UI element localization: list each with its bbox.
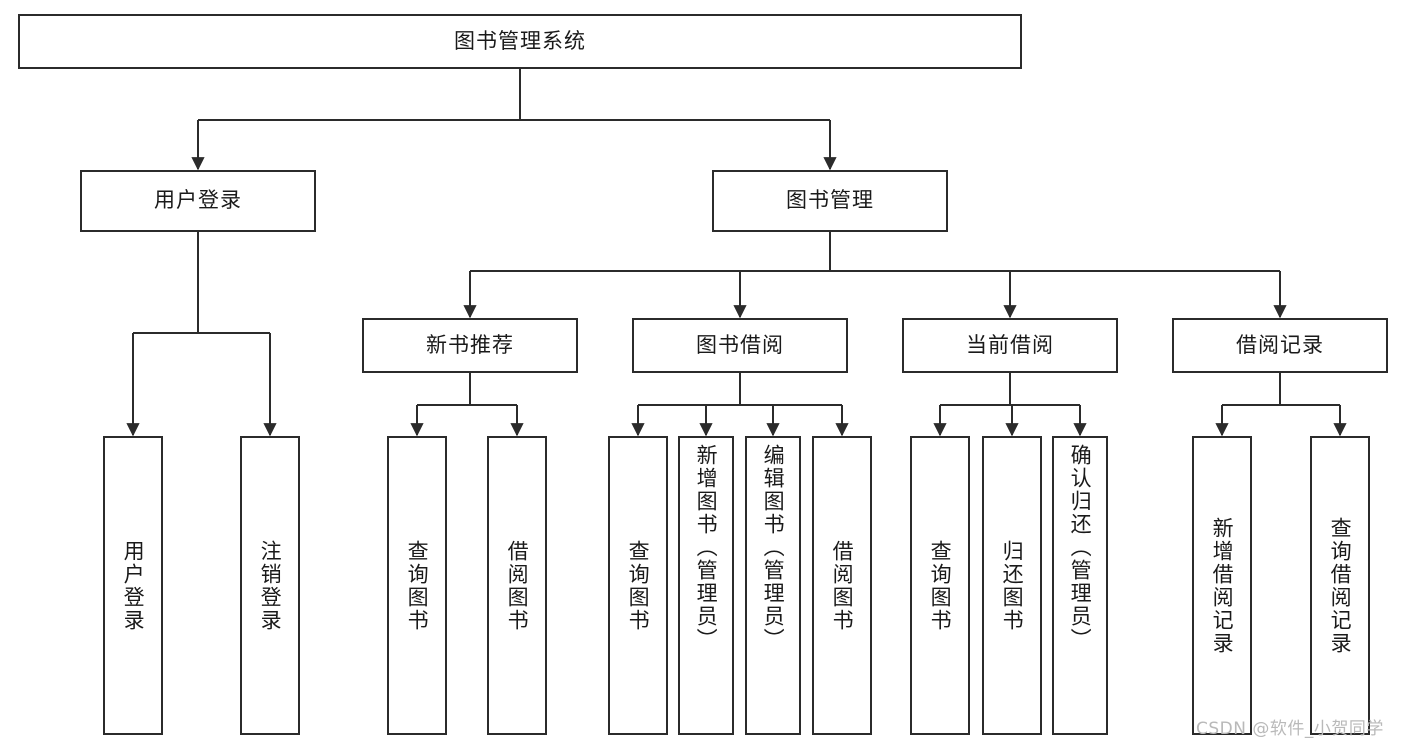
node-label: 新书推荐	[426, 332, 514, 357]
node-leaf-query-record[interactable]: 查询借阅记录	[1310, 436, 1370, 735]
node-leaf-confirm-return[interactable]: 确认归还（管理员）	[1052, 436, 1108, 735]
node-label: 当前借阅	[966, 332, 1054, 357]
node-leaf-edit-book[interactable]: 编辑图书（管理员）	[745, 436, 801, 735]
node-leaf-return-book[interactable]: 归还图书	[982, 436, 1042, 735]
node-label: 查询图书	[405, 539, 430, 632]
node-label: 归还图书	[1000, 539, 1025, 632]
node-label: 图书管理系统	[454, 28, 586, 53]
node-label: 查询图书	[626, 539, 651, 632]
node-borrow-record[interactable]: 借阅记录	[1172, 318, 1388, 373]
node-label: 用户登录	[154, 188, 242, 213]
node-leaf-borrow-book-2[interactable]: 借阅图书	[812, 436, 872, 735]
node-label: 图书管理	[786, 188, 874, 213]
node-label: 确认归还（管理员）	[1068, 444, 1093, 651]
node-label: 新增借阅记录	[1210, 516, 1235, 655]
node-leaf-user-login[interactable]: 用户登录	[103, 436, 163, 735]
node-label: 编辑图书（管理员）	[761, 444, 786, 651]
node-label: 借阅图书	[830, 539, 855, 632]
node-label: 查询借阅记录	[1328, 516, 1353, 655]
node-new-book-rec[interactable]: 新书推荐	[362, 318, 578, 373]
node-leaf-query-book-3[interactable]: 查询图书	[910, 436, 970, 735]
node-label: 图书借阅	[696, 332, 784, 357]
node-label: 注销登录	[258, 539, 283, 632]
node-leaf-borrow-book-1[interactable]: 借阅图书	[487, 436, 547, 735]
node-label: 借阅图书	[505, 539, 530, 632]
node-leaf-add-book[interactable]: 新增图书（管理员）	[678, 436, 734, 735]
node-leaf-add-record[interactable]: 新增借阅记录	[1192, 436, 1252, 735]
node-root[interactable]: 图书管理系统	[18, 14, 1022, 69]
node-current-borrow[interactable]: 当前借阅	[902, 318, 1118, 373]
node-label: 借阅记录	[1236, 332, 1324, 357]
node-user-login[interactable]: 用户登录	[80, 170, 316, 232]
node-book-manage[interactable]: 图书管理	[712, 170, 948, 232]
node-leaf-logout[interactable]: 注销登录	[240, 436, 300, 735]
node-book-borrow[interactable]: 图书借阅	[632, 318, 848, 373]
node-label: 新增图书（管理员）	[694, 444, 719, 651]
node-label: 查询图书	[928, 539, 953, 632]
node-leaf-query-book-2[interactable]: 查询图书	[608, 436, 668, 735]
node-leaf-query-book-1[interactable]: 查询图书	[387, 436, 447, 735]
node-label: 用户登录	[121, 539, 146, 632]
watermark: CSDN @软件_小贺同学	[1196, 719, 1384, 739]
